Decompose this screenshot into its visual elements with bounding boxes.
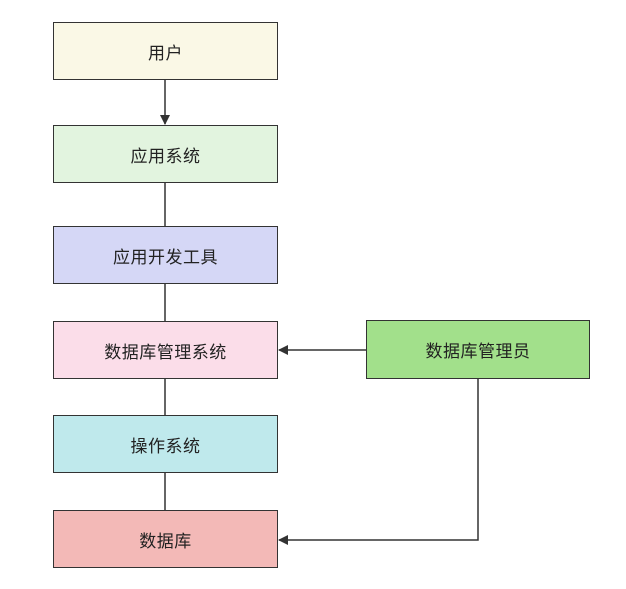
node-user: 用户 bbox=[53, 22, 278, 80]
node-os: 操作系统 bbox=[53, 415, 278, 473]
node-database: 数据库 bbox=[53, 510, 278, 568]
node-dev-tools-label: 应用开发工具 bbox=[113, 247, 218, 268]
node-dbms-label: 数据库管理系统 bbox=[104, 342, 227, 363]
node-dba: 数据库管理员 bbox=[366, 320, 590, 379]
node-dev-tools: 应用开发工具 bbox=[53, 226, 278, 284]
edge-dba-to-database bbox=[278, 379, 479, 545]
node-os-label: 操作系统 bbox=[130, 436, 201, 457]
node-dbms: 数据库管理系统 bbox=[53, 321, 278, 379]
node-app-system: 应用系统 bbox=[53, 125, 278, 183]
node-user-label: 用户 bbox=[148, 43, 183, 64]
node-database-label: 数据库 bbox=[139, 531, 192, 552]
node-dba-label: 数据库管理员 bbox=[425, 342, 531, 362]
node-app-system-label: 应用系统 bbox=[130, 146, 201, 167]
